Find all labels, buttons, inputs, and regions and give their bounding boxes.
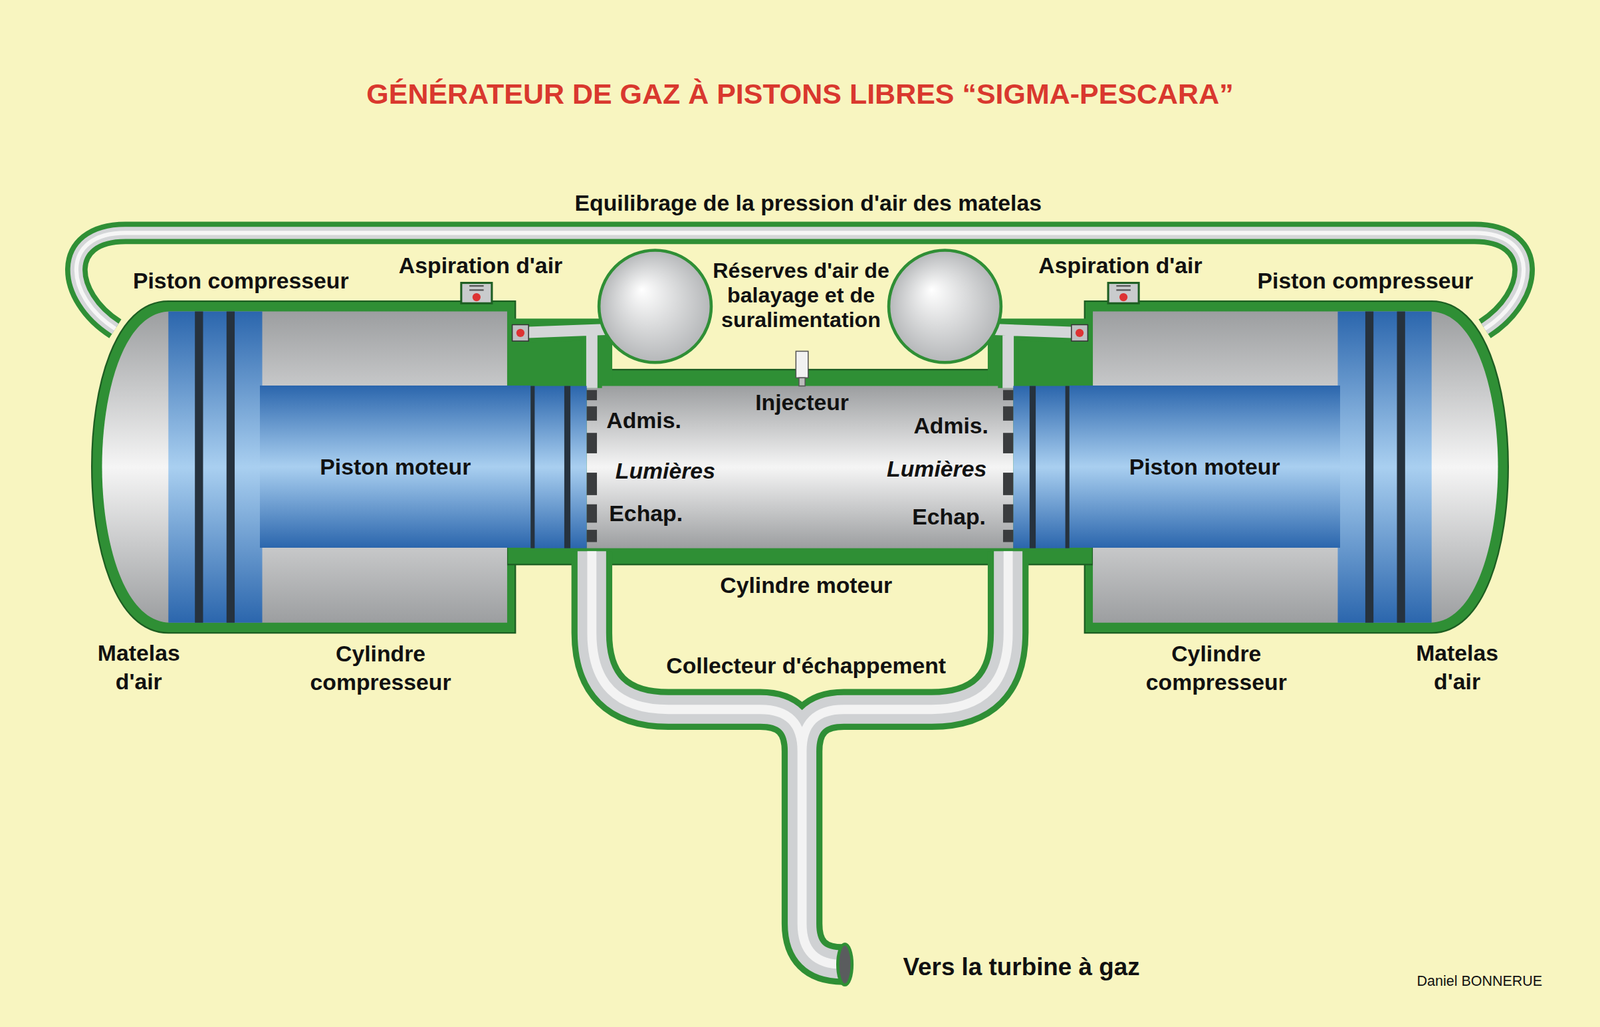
pipe-highlight bbox=[591, 551, 1008, 965]
port-label: Lumières bbox=[886, 454, 987, 483]
motor-cylinder bbox=[586, 386, 1014, 549]
part-label: Cylindre compresseur bbox=[288, 640, 472, 698]
part-label: Cylindre compresseur bbox=[1124, 640, 1309, 698]
piston-ring bbox=[530, 386, 535, 549]
port-label: Admis. bbox=[606, 406, 682, 435]
piston-head bbox=[530, 386, 587, 549]
part-label: Piston moteur bbox=[319, 454, 471, 480]
port bbox=[1003, 406, 1014, 421]
piston-ring bbox=[194, 311, 203, 623]
valve-body bbox=[512, 325, 530, 342]
motor-piston: Piston moteur bbox=[1069, 385, 1341, 548]
part-label: Piston compresseur bbox=[132, 266, 349, 296]
part-label: Cylindre moteur bbox=[719, 570, 893, 599]
pipe-label: Collecteur d'échappement bbox=[666, 650, 946, 680]
part-label: Aspiration d'air bbox=[398, 251, 563, 280]
port-label: Echap. bbox=[608, 499, 683, 528]
valve-ball bbox=[1075, 329, 1084, 338]
piston-ring bbox=[1029, 386, 1036, 549]
air-reserve bbox=[598, 249, 712, 363]
pipe-wall bbox=[515, 329, 623, 389]
piston-ring bbox=[226, 311, 235, 623]
part-label: Matelas d'air bbox=[1401, 638, 1514, 696]
compressor-piston bbox=[168, 311, 262, 623]
port bbox=[1003, 504, 1014, 524]
valve-spring bbox=[1116, 285, 1131, 290]
author-credit: Daniel BONNERUE bbox=[1417, 972, 1543, 991]
pipe-mouth bbox=[837, 943, 852, 985]
pipe-label: Equilibrage de la pression d'air des mat… bbox=[574, 188, 1042, 218]
exhaust-collector bbox=[591, 551, 1008, 965]
injector bbox=[795, 350, 808, 378]
pipe-wall bbox=[977, 329, 1085, 389]
port bbox=[1003, 432, 1014, 454]
port-label: Lumières bbox=[615, 456, 716, 485]
part-label: Piston moteur bbox=[1129, 454, 1281, 480]
pipe-bore bbox=[591, 551, 1008, 965]
part-label: Injecteur bbox=[755, 387, 849, 417]
valve-body bbox=[1071, 325, 1089, 342]
port bbox=[1003, 390, 1014, 401]
port bbox=[586, 472, 597, 496]
part-label: Réserves d'air de balayage et de suralim… bbox=[711, 259, 891, 334]
valve-ball bbox=[472, 293, 481, 302]
piston-ring bbox=[564, 386, 571, 549]
part-label: Matelas d'air bbox=[82, 638, 195, 696]
port bbox=[586, 504, 597, 524]
port bbox=[586, 390, 597, 401]
port bbox=[1003, 529, 1014, 542]
valve-spring bbox=[469, 285, 484, 290]
part-label: Aspiration d'air bbox=[1038, 251, 1202, 280]
valve-body bbox=[1108, 283, 1139, 304]
port bbox=[586, 529, 597, 542]
air-reserve bbox=[888, 249, 1002, 363]
injector-tip bbox=[799, 377, 805, 386]
port-label: Echap. bbox=[912, 501, 986, 531]
pipe-bore bbox=[515, 329, 623, 389]
pipe-bore bbox=[977, 329, 1085, 389]
intake-pipe bbox=[515, 329, 1085, 389]
valve-ball bbox=[1119, 293, 1128, 302]
pipe-wall bbox=[591, 551, 1008, 965]
piston-head bbox=[1013, 386, 1069, 549]
port bbox=[586, 432, 597, 454]
port-label: Admis. bbox=[913, 411, 989, 441]
housing-wall bbox=[507, 369, 1093, 565]
piston-ring bbox=[1397, 311, 1406, 623]
port bbox=[1003, 472, 1014, 496]
compressor-piston bbox=[1337, 311, 1432, 623]
part-label: Piston compresseur bbox=[1257, 266, 1474, 296]
port bbox=[586, 406, 597, 421]
valve-ball bbox=[516, 329, 525, 338]
pipe-label: Vers la turbine à gaz bbox=[903, 951, 1141, 984]
valve-body bbox=[461, 283, 492, 304]
diagram-title: GÉNÉRATEUR DE GAZ À PISTONS LIBRES “SIGM… bbox=[366, 75, 1234, 113]
piston-ring bbox=[1365, 311, 1374, 623]
motor-piston: Piston moteur bbox=[259, 385, 531, 548]
